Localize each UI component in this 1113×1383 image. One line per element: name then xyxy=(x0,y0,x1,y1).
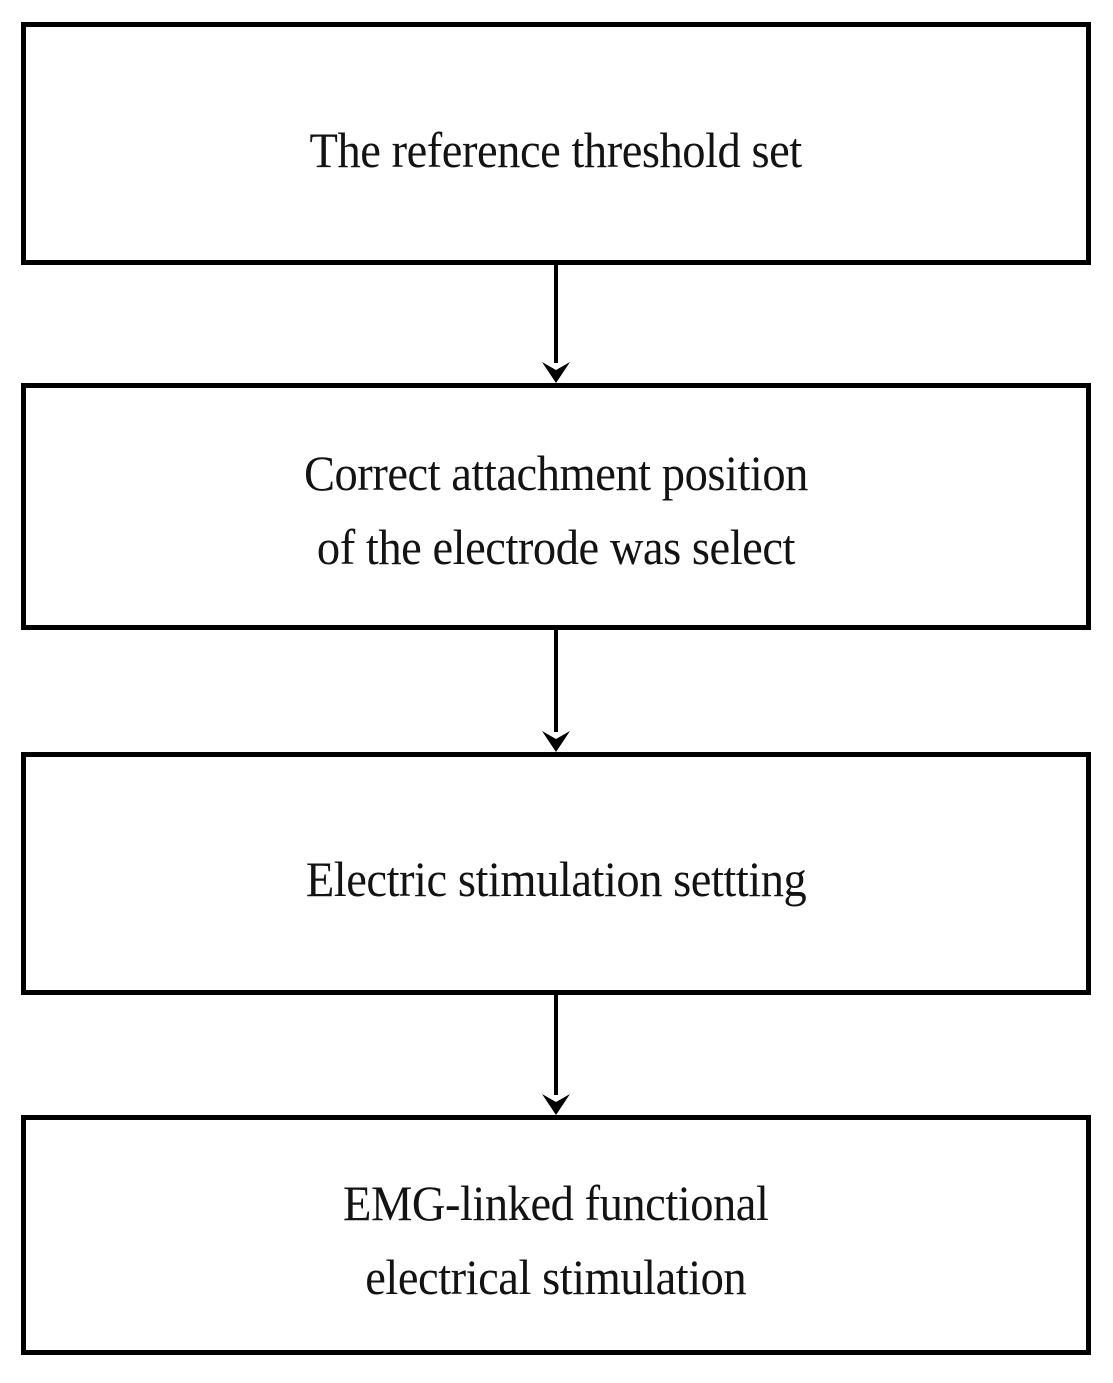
flowchart-node-reference-threshold[interactable]: The reference threshold set xyxy=(21,22,1091,265)
connector-line xyxy=(554,630,558,732)
flowchart-node-label: Electric stimulation settting xyxy=(305,850,807,907)
down-arrow-icon xyxy=(541,730,571,752)
flowchart-node-label: Correct attachment position of the elect… xyxy=(304,444,808,575)
flowchart-node-electric-stimulation-setting[interactable]: Electric stimulation settting xyxy=(21,752,1091,995)
flowchart-connector-1 xyxy=(541,265,571,383)
flowchart-connector-3 xyxy=(541,995,571,1115)
flowchart-node-label: EMG-linked functional electrical stimula… xyxy=(343,1175,769,1305)
connector-line xyxy=(554,265,558,363)
down-arrow-icon xyxy=(541,1093,571,1115)
connector-line xyxy=(554,995,558,1095)
flowchart-node-electrode-position[interactable]: Correct attachment position of the elect… xyxy=(21,383,1091,630)
flowchart-connector-2 xyxy=(541,630,571,752)
down-arrow-icon xyxy=(541,361,571,383)
flowchart-node-label: The reference threshold set xyxy=(309,121,803,178)
flowchart-node-emg-linked-fes[interactable]: EMG-linked functional electrical stimula… xyxy=(21,1115,1091,1355)
